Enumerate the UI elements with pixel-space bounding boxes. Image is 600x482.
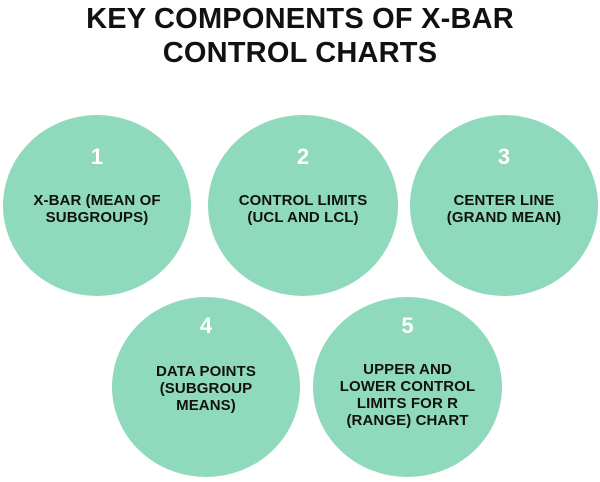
component-label-3-line-1: CENTER LINE (453, 192, 555, 209)
component-label-4-line-2: (SUBGROUP (159, 380, 253, 397)
component-label-2-line-1: CONTROL LIMITS (238, 192, 368, 209)
component-label-2-line-2: (UCL AND LCL) (247, 209, 359, 226)
component-circle-1: 1 X-BAR (MEAN OF SUBGROUPS) (3, 115, 191, 296)
component-label-3-line-2: (GRAND MEAN) (446, 209, 562, 226)
component-label-3: CENTER LINE (GRAND MEAN) (410, 192, 598, 226)
page-title-line-2: CONTROL CHARTS (162, 37, 438, 69)
component-label-1-line-2: SUBGROUPS) (45, 209, 149, 226)
component-label-4-line-3: MEANS) (176, 397, 236, 414)
component-label-5-line-1: UPPER AND (363, 361, 452, 378)
component-label-5: UPPER AND LOWER CONTROL LIMITS FOR R (RA… (313, 361, 502, 429)
page-title: KEY COMPONENTS OF X-BAR CONTROL CHARTS (0, 2, 600, 70)
component-label-5-line-2: LOWER CONTROL (339, 378, 476, 395)
component-number-3: 3 (497, 144, 511, 169)
component-number-1: 1 (90, 144, 104, 169)
page-title-line-1: KEY COMPONENTS OF X-BAR (86, 3, 514, 35)
component-label-2: CONTROL LIMITS (UCL AND LCL) (208, 192, 398, 226)
component-label-5-line-3: LIMITS FOR R (356, 395, 459, 412)
component-label-4-line-1: DATA POINTS (156, 363, 256, 380)
component-circle-3: 3 CENTER LINE (GRAND MEAN) (410, 115, 598, 296)
component-label-1: X-BAR (MEAN OF SUBGROUPS) (3, 192, 191, 226)
component-number-4: 4 (199, 313, 213, 338)
component-circle-2: 2 CONTROL LIMITS (UCL AND LCL) (208, 115, 398, 296)
component-circle-5: 5 UPPER AND LOWER CONTROL LIMITS FOR R (… (313, 297, 502, 477)
component-label-5-line-4: (RANGE) CHART (346, 412, 469, 429)
component-label-4: DATA POINTS (SUBGROUP MEANS) (112, 363, 300, 414)
component-circle-4: 4 DATA POINTS (SUBGROUP MEANS) (112, 297, 300, 477)
component-number-2: 2 (296, 144, 310, 169)
component-number-5: 5 (401, 313, 414, 338)
component-label-1-line-1: X-BAR (MEAN OF (33, 192, 161, 209)
